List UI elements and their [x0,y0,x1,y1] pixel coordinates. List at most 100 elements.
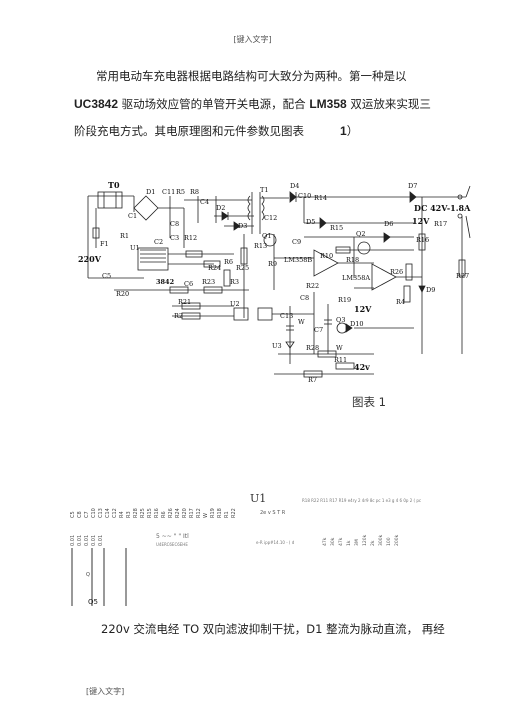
parts-col-a-13: R6 [161,511,167,518]
label-dc-output: DC 42V-1.8A [414,203,471,213]
label-d7: D7 [408,182,417,190]
label-r28: R28 [306,344,319,352]
label-r5: R5 [176,188,185,196]
parts-q6: Q [86,572,90,578]
parts-col-a-5: C14 [105,508,111,518]
parts-num-0: 47k [322,537,328,546]
label-r24: R24 [208,264,221,272]
parts-misc1: 5 ~~ " " Itl [156,533,189,540]
label-r26: R26 [390,268,403,276]
page-footer: [键入文字] [86,687,125,696]
label-r1: R1 [120,232,129,240]
label-c7: C7 [314,326,323,334]
label-12v-a: 12V [412,216,430,226]
label-u3: U3 [272,342,282,350]
parts-col-a-23: R22 [231,508,237,518]
label-w-low: W [336,344,343,352]
intro-line-3-end: ） [346,124,359,138]
parts-col-a-8: R3 [126,511,132,518]
label-r19: R19 [338,296,351,304]
label-f1: F1 [100,240,109,248]
figure-ref-number: 1 [340,124,347,138]
label-r7: R7 [308,376,317,383]
parts-num-7: 300k [378,534,384,546]
parts-col-a-22: R1 [224,511,230,518]
label-r27: R27 [456,272,469,280]
circuit-schematic: T0 F1 220V C5 R1 C1 D1 C11 R5 R8 C4 D2 C… [78,180,471,383]
label-c11: C11 [162,188,175,196]
parts-col-b-0: 0.01 [70,535,76,546]
label-c8-b: C8 [300,294,309,302]
parts-misc2: U4ERC6EC6EHE [156,542,188,547]
intro-line-2: UC3842 驱动场效应管的单管开关电源，配合 LM358 双运放来实现三 [74,96,434,112]
parts-col-b-3: 0.01 [91,535,97,546]
label-42v: 42v [354,362,370,372]
uc3842-term: UC3842 [74,97,119,111]
label-d4: D4 [290,182,299,190]
parts-col-a-3: C10 [91,508,97,518]
label-t1: T1 [260,186,268,194]
label-d10: D10 [350,320,363,328]
figure-caption: 图表 1 [352,395,386,409]
label-q2: Q2 [356,230,365,238]
label-r8: R8 [190,188,199,196]
label-r18: R18 [346,256,359,264]
label-c4: C4 [200,198,209,206]
label-d9: D9 [426,286,435,294]
intro-line-2-text: 驱动场效应管的单管开关电源，配合 [118,97,310,111]
parts-col-a-10: R25 [140,508,146,518]
parts-col-a-4: C13 [98,508,104,518]
label-t0: T0 [108,180,120,190]
label-lm358a: LM358A [342,274,370,282]
label-r4: R4 [396,298,405,306]
label-c1: C1 [128,212,137,220]
label-3842: 3842 [156,278,174,286]
label-r3: R3 [230,278,239,286]
intro-line-1: 常用电动车充电器根据电路结构可大致分为两种。第一种是以 [96,69,407,83]
label-c12: C12 [264,214,277,222]
label-c5: C5 [102,272,111,280]
parts-num-1: 30k [330,537,336,546]
label-r14: R14 [314,194,327,202]
page-header: [键入文字] [233,35,272,44]
parts-num-8: 100 [386,537,392,546]
parts-col-b-2: 0.01 [84,535,90,546]
parts-col-a-2: C7 [84,511,90,518]
label-r10: R10 [320,252,333,260]
parts-col-a-19: W [203,513,209,518]
label-r15: R15 [330,224,343,232]
label-c13: C13 [280,312,293,320]
parts-u1: U1 [250,492,266,505]
label-c10: C10 [298,192,311,200]
parts-col-a-1: C8 [77,511,83,518]
label-c2: C2 [154,238,163,246]
label-r2: R2 [174,312,183,320]
parts-num-9: 200k [394,534,400,546]
parts-col-a-7: R4 [119,511,125,518]
label-r23: R23 [202,278,215,286]
label-220v: 220V [78,254,102,264]
label-w-mid: W [298,318,305,326]
label-q1: Q1 [262,232,271,240]
label-r6: R6 [224,258,233,266]
label-r12: R12 [184,234,197,242]
label-c9: C9 [292,238,301,246]
label-r17: R17 [434,220,447,228]
parts-col-a-21: R18 [217,508,223,518]
parts-u1-sub: 2e v S T R [260,510,286,516]
label-12v-b: 12V [354,304,372,314]
label-r21: R21 [178,298,191,306]
label-r16: R16 [416,236,429,244]
label-q3: Q3 [336,316,345,324]
label-u1: U1 [130,244,140,252]
label-c3: C3 [170,234,179,242]
label-u2: U2 [230,300,240,308]
label-d3: D3 [238,222,247,230]
label-r9: R9 [268,260,277,268]
parts-col-a-6: C12 [112,508,118,518]
parts-small-row: R18 R22 R11 R17 R19 e4ry 2 4r9 8c pc 1 e… [302,498,421,503]
parts-num-2: 47k [338,537,344,546]
parts-col-a-16: R20 [182,508,188,518]
parts-num-3: 1k [346,540,352,546]
